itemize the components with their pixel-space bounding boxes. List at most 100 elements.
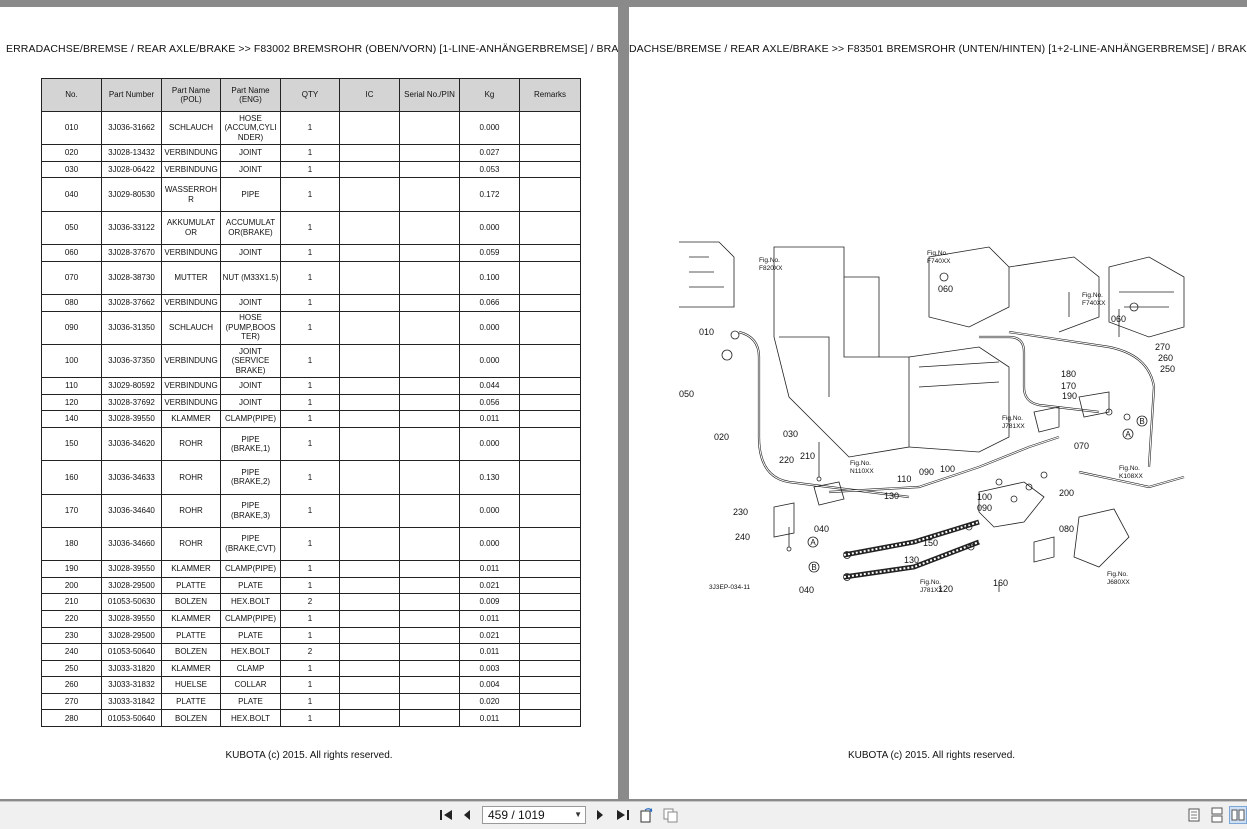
cell-qty: 1 [280, 310, 340, 345]
dropdown-arrow-icon: ▼ [574, 810, 582, 819]
cell-name-eng: JOINT [220, 393, 281, 412]
cell-serial [399, 626, 460, 645]
cell-remarks [519, 260, 581, 295]
cell-ic [339, 609, 400, 628]
cell-name-eng: COLLAR [220, 676, 281, 694]
cell-serial [399, 676, 460, 694]
svg-text:B: B [1139, 417, 1144, 426]
svg-text:250: 250 [1160, 364, 1175, 374]
rotate-page-icon[interactable] [638, 806, 656, 824]
cell-name-pol: HUELSE [161, 676, 221, 694]
cell-serial [399, 709, 460, 728]
last-page-icon[interactable] [614, 806, 632, 824]
single-page-view-icon[interactable] [1185, 806, 1203, 824]
cell-part-number: 01053-50640 [101, 709, 162, 728]
cell-qty: 1 [280, 393, 340, 412]
cell-no: 160 [41, 460, 102, 495]
previous-page-icon[interactable] [458, 806, 476, 824]
cell-serial [399, 144, 460, 162]
svg-text:F740XX: F740XX [1082, 300, 1106, 307]
cell-name-pol: AKKUMULAT OR [161, 210, 221, 246]
cell-remarks [519, 526, 581, 562]
cell-part-number: 3J036-34633 [101, 460, 162, 495]
cell-qty: 1 [280, 260, 340, 295]
cell-name-pol: KLAMMER [161, 609, 221, 628]
cell-remarks [519, 560, 581, 578]
cell-kg: 0.000 [459, 310, 520, 345]
col-part-name-pol: Part Name (POL) [161, 78, 221, 112]
cell-name-pol: KLAMMER [161, 659, 221, 678]
cell-name-eng: PLATE [220, 626, 281, 645]
two-page-view-icon[interactable] [1229, 806, 1247, 824]
cell-name-pol: ROHR [161, 426, 221, 462]
svg-text:210: 210 [800, 451, 815, 461]
cell-ic [339, 377, 400, 395]
svg-text:3J3EP-034-11: 3J3EP-034-11 [709, 584, 750, 591]
cell-ic [339, 493, 400, 528]
col-ic: IC [339, 78, 400, 112]
cell-serial [399, 493, 460, 528]
col-serial: Serial No./PIN [399, 78, 460, 112]
cell-qty: 1 [280, 160, 340, 179]
cell-serial [399, 560, 460, 578]
continuous-view-icon[interactable] [1208, 806, 1226, 824]
cell-qty: 2 [280, 643, 340, 661]
cell-remarks [519, 626, 581, 645]
cell-name-eng: CLAMP(PIPE) [220, 410, 281, 428]
cell-name-pol: PLATTE [161, 626, 221, 645]
cell-kg: 0.011 [459, 410, 520, 428]
cell-ic [339, 177, 400, 212]
cell-kg: 0.021 [459, 626, 520, 645]
svg-text:N110XX: N110XX [850, 468, 874, 475]
cell-remarks [519, 609, 581, 628]
cell-remarks [519, 160, 581, 179]
parts-table: No. Part Number Part Name (POL) Part Nam… [41, 78, 581, 728]
copy-page-icon[interactable] [662, 806, 680, 824]
cell-no: 030 [41, 160, 102, 179]
svg-text:J680XX: J680XX [1107, 579, 1130, 586]
cell-kg: 0.130 [459, 460, 520, 495]
cell-name-eng: ACCUMULAT OR(BRAKE) [220, 210, 281, 246]
col-qty: QTY [280, 78, 340, 112]
cell-serial [399, 659, 460, 678]
next-page-icon[interactable] [591, 806, 609, 824]
cell-remarks [519, 659, 581, 678]
cell-name-eng: JOINT (SERVICE BRAKE) [220, 343, 281, 379]
cell-name-pol: WASSERROH R [161, 177, 221, 212]
cell-name-eng: NUT (M33X1.5) [220, 260, 281, 295]
cell-part-number: 3J036-34660 [101, 526, 162, 562]
cell-part-number: 3J033-31842 [101, 692, 162, 711]
col-remarks: Remarks [519, 78, 581, 112]
cell-kg: 0.004 [459, 676, 520, 694]
cell-no: 150 [41, 426, 102, 462]
cell-no: 260 [41, 676, 102, 694]
cell-serial [399, 410, 460, 428]
cell-qty: 1 [280, 560, 340, 578]
svg-text:Fig.No.: Fig.No. [927, 250, 948, 257]
cell-qty: 1 [280, 144, 340, 162]
cell-name-eng: JOINT [220, 144, 281, 162]
cell-kg: 0.059 [459, 244, 520, 262]
cell-part-number: 3J028-37692 [101, 393, 162, 412]
table-header-row: No. Part Number Part Name (POL) Part Nam… [41, 78, 581, 112]
cell-name-pol: VERBINDUNG [161, 144, 221, 162]
first-page-icon[interactable] [437, 806, 455, 824]
svg-text:090: 090 [977, 503, 992, 513]
cell-qty: 1 [280, 460, 340, 495]
cell-ic [339, 410, 400, 428]
svg-text:260: 260 [1158, 353, 1173, 363]
cell-ic [339, 593, 400, 611]
cell-ic [339, 393, 400, 412]
cell-part-number: 3J028-39550 [101, 609, 162, 628]
page-number-select[interactable]: 459 / 1019 ▼ [482, 806, 586, 824]
